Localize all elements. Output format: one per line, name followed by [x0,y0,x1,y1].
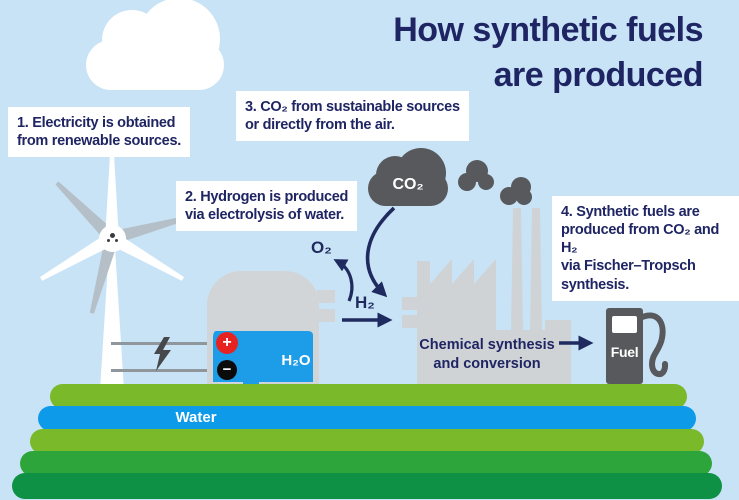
power-wire-bottom [111,369,228,372]
smoke-puff-icon [458,160,494,191]
step-1-note: 1. Electricity is obtained from renewabl… [8,107,190,158]
co2-to-plant-arrow [365,206,396,298]
plant-inlet-tab [402,315,418,328]
lightning-icon [154,337,171,371]
fuel-pump-screen [612,316,637,333]
smoke-puff-icon [500,177,532,205]
turbine-hub [99,225,126,252]
cloud-icon [86,0,224,90]
turbine-blade [105,156,119,238]
factory-silhouette [402,208,571,390]
co2-label: CO₂ [392,176,424,193]
plant-to-pump-arrow [559,335,594,351]
h2o-label: H₂O [281,352,311,369]
o2-label: O₂ [311,238,332,257]
grass-layer-4 [12,473,722,499]
electrode-positive: + [216,332,238,354]
step-3-note: 3. CO₂ from sustainable sources or direc… [236,91,469,142]
tank-outlet-tab [317,309,335,322]
step-2-note: 2. Hydrogen is produced via electrolysis… [176,181,358,232]
turbine-hub-mark [110,233,115,238]
grass-layer-3 [20,451,712,476]
water-layer [38,406,696,431]
co2-cloud-icon [368,148,448,206]
grass-layer-2 [30,429,704,454]
plant-inlet-tab [402,297,418,310]
step-4-note: 4. Synthetic fuels are produced from CO₂… [552,196,739,301]
grass-layer-top [50,384,687,409]
electrode-negative: − [217,360,237,380]
water-label: Water [175,409,217,426]
fuel-label: Fuel [610,344,639,360]
page-title: How synthetic fuels are produced [393,11,703,94]
o2-arrow [333,259,354,302]
tank-outlet-tab [317,290,335,303]
h2-arrow [342,312,393,328]
power-wire-top [111,342,228,345]
h2-label: H₂ [355,293,375,312]
plant-label: Chemical synthesis and conversion [419,337,555,372]
fuel-pump-hose [637,312,668,378]
